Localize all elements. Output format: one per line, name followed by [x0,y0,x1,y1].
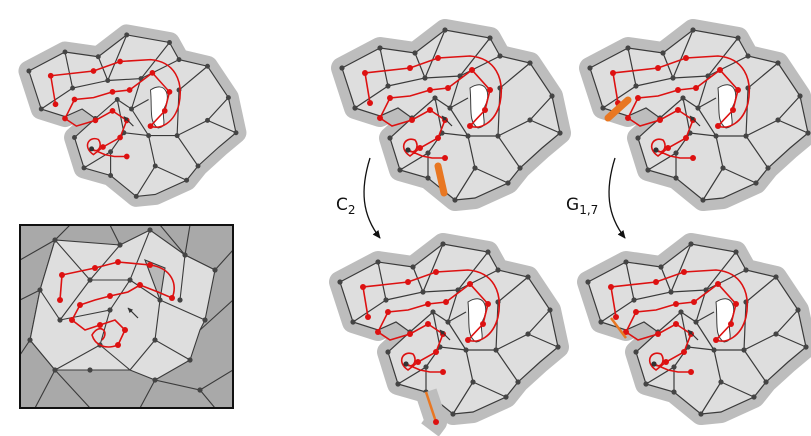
map-after-c2 [337,241,560,436]
label-g17: G1,7 [566,195,598,217]
arrow-c2: C2 [336,157,381,239]
arrow-g17: G1,7 [566,157,626,239]
highlight-edge [610,317,627,339]
map-before-c2 [339,27,562,202]
map-framed-panel [19,224,234,409]
highlight-edge [434,162,448,197]
highlight-edge [604,96,632,122]
map-after-g17 [585,241,808,416]
highlight-edge [424,391,438,423]
map-original [26,32,238,198]
label-c2: C2 [336,195,356,217]
map-before-g17 [587,27,810,202]
